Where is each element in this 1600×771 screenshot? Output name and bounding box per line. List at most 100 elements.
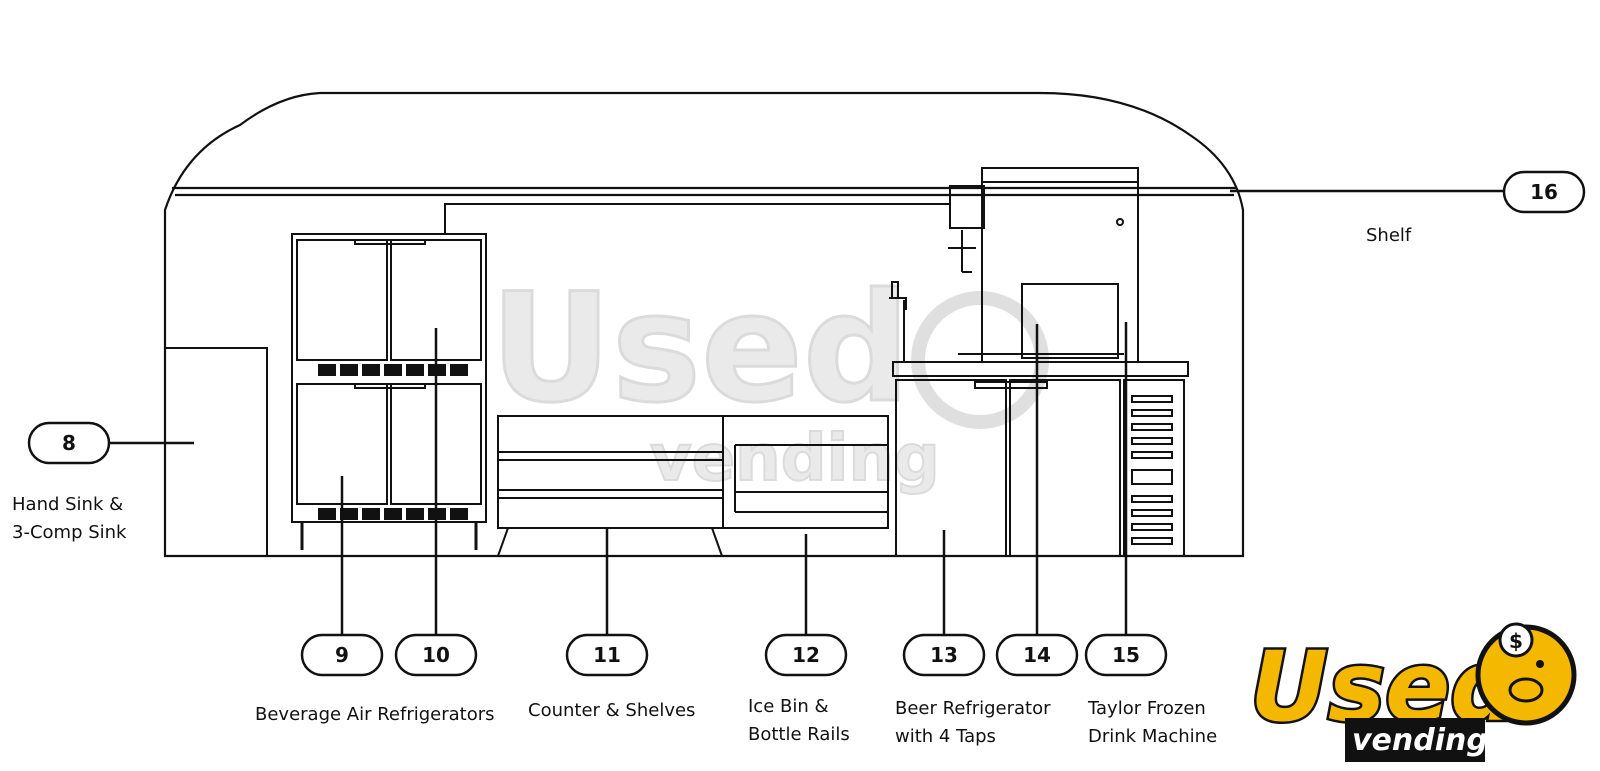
side-grille-slot-10 [1131,537,1173,545]
callout-13-number: 13 [930,643,958,667]
callout-12-number: 12 [792,643,820,667]
side-grille-slot-5 [1131,451,1173,459]
trailer-outline [163,91,1245,558]
callout-14-bubble [995,633,1079,677]
callout-10-bubble [394,633,478,677]
lower-handle [354,383,426,389]
labels: Shelf Hand Sink & 3-Comp Sink Beverage A… [12,225,1412,747]
callout-11-number: 11 [593,643,621,667]
hand-sink-unit [164,347,268,557]
counter-leg-right [711,527,723,557]
label-ice-bin-line1: Ice Bin & [748,696,829,717]
callout-8: 8 [27,421,111,465]
lower-grille-1 [318,508,336,520]
callout-12: 12 [764,633,848,677]
label-beer-ref-line1: Beer Refrigerator [895,698,1051,719]
callout-13-bubble [902,633,986,677]
beverage-air-refrigerators [291,233,487,550]
callout-13: 13 [902,633,986,677]
label-ice-bin-line2: Bottle Rails [748,724,850,745]
callout-16-number: 16 [1530,180,1558,204]
label-counter-shelves: Counter & Shelves [528,700,695,721]
label-hand-sink-line1: Hand Sink & [12,494,123,515]
upper-grille-5 [406,364,424,376]
upper-grille-1 [318,364,336,376]
watermark: Used vending [489,261,1049,497]
taylor-front-panel [949,185,985,229]
side-grille [1123,379,1185,557]
upper-grille-4 [384,364,402,376]
beer-ref-left-door [895,379,1007,557]
tap-head-icon [889,281,907,310]
lower-grille-2 [340,508,358,520]
callout-8-bubble [27,421,111,465]
callout-11-bubble [565,633,649,677]
ice-bin-and-bottle-rails [722,415,889,529]
callout-9-number: 9 [335,643,349,667]
beer-ref-handle [974,381,1048,389]
refrigerator-grilles [318,364,468,520]
logo-coin-symbol: $ [1509,629,1523,653]
lower-grille-5 [406,508,424,520]
callout-10: 10 [394,633,478,677]
counter-and-shelves [497,415,724,557]
label-shelf: Shelf [1366,225,1412,246]
upper-grille-7 [450,364,468,376]
callout-16: 16 [1502,170,1586,214]
leader-lines [110,189,1504,638]
label-taylor-line2: Drink Machine [1088,726,1217,747]
logo-coin-icon [1498,622,1534,658]
callout-16-bubble [1502,170,1586,214]
watermark-pig-icon [911,291,1049,429]
upper-grille-2 [340,364,358,376]
refrigerator-frame [291,233,487,523]
side-grille-slot-4 [1131,437,1173,445]
used-vending-logo: Used vending $ [1248,622,1577,762]
callout-8-number: 8 [62,431,76,455]
label-taylor-line1: Taylor Frozen [1087,698,1206,719]
callout-10-number: 10 [422,643,450,667]
lower-grille-4 [384,508,402,520]
callout-11: 11 [565,633,649,677]
taylor-machine-body [981,167,1139,363]
callout-15: 15 [1084,633,1168,677]
lower-grille-3 [362,508,380,520]
side-grille-slot-3 [1131,423,1173,431]
label-hand-sink-line2: 3-Comp Sink [12,522,127,543]
logo-pig-snout-icon [1508,677,1544,703]
side-grille-slot-2 [1131,409,1173,417]
side-grille-slot-6 [1131,469,1173,485]
callout-9-bubble [300,633,384,677]
side-grille-slot-8 [1131,509,1173,517]
upper-grille-3 [362,364,380,376]
callout-9: 9 [300,633,384,677]
taylor-spout-icon [948,230,976,273]
callout-15-bubble [1084,633,1168,677]
callout-14: 14 [995,633,1079,677]
upper-handle [354,239,426,245]
lower-grille-7 [450,508,468,520]
taylor-frozen-drink-machine [444,167,1139,363]
logo-vending-banner [1345,718,1485,762]
logo-word-vending: vending [1352,723,1488,758]
trailer-body [163,91,1245,558]
sink-block [164,347,268,557]
side-grille-slot-1 [1131,395,1173,403]
callout-14-number: 14 [1023,643,1051,667]
side-grille-slot-7 [1131,495,1173,503]
side-grille-frame [1123,379,1185,557]
label-beverage-air: Beverage Air Refrigerators [255,704,495,725]
side-grille-slot-9 [1131,523,1173,531]
connector-line [444,203,950,234]
watermark-word-used: Used [490,262,910,436]
ice-bin-body [722,415,889,529]
callout-15-number: 15 [1112,643,1140,667]
taylor-window [1021,283,1119,359]
taylor-indicator-icon [1116,218,1124,226]
counter-leg-left [497,527,509,557]
beer-ref-right-door [1009,379,1121,557]
logo-pig-eye-icon [1536,660,1544,668]
label-beer-ref-line2: with 4 Taps [895,726,996,747]
upper-left-door [296,239,388,361]
callout-12-bubble [764,633,848,677]
